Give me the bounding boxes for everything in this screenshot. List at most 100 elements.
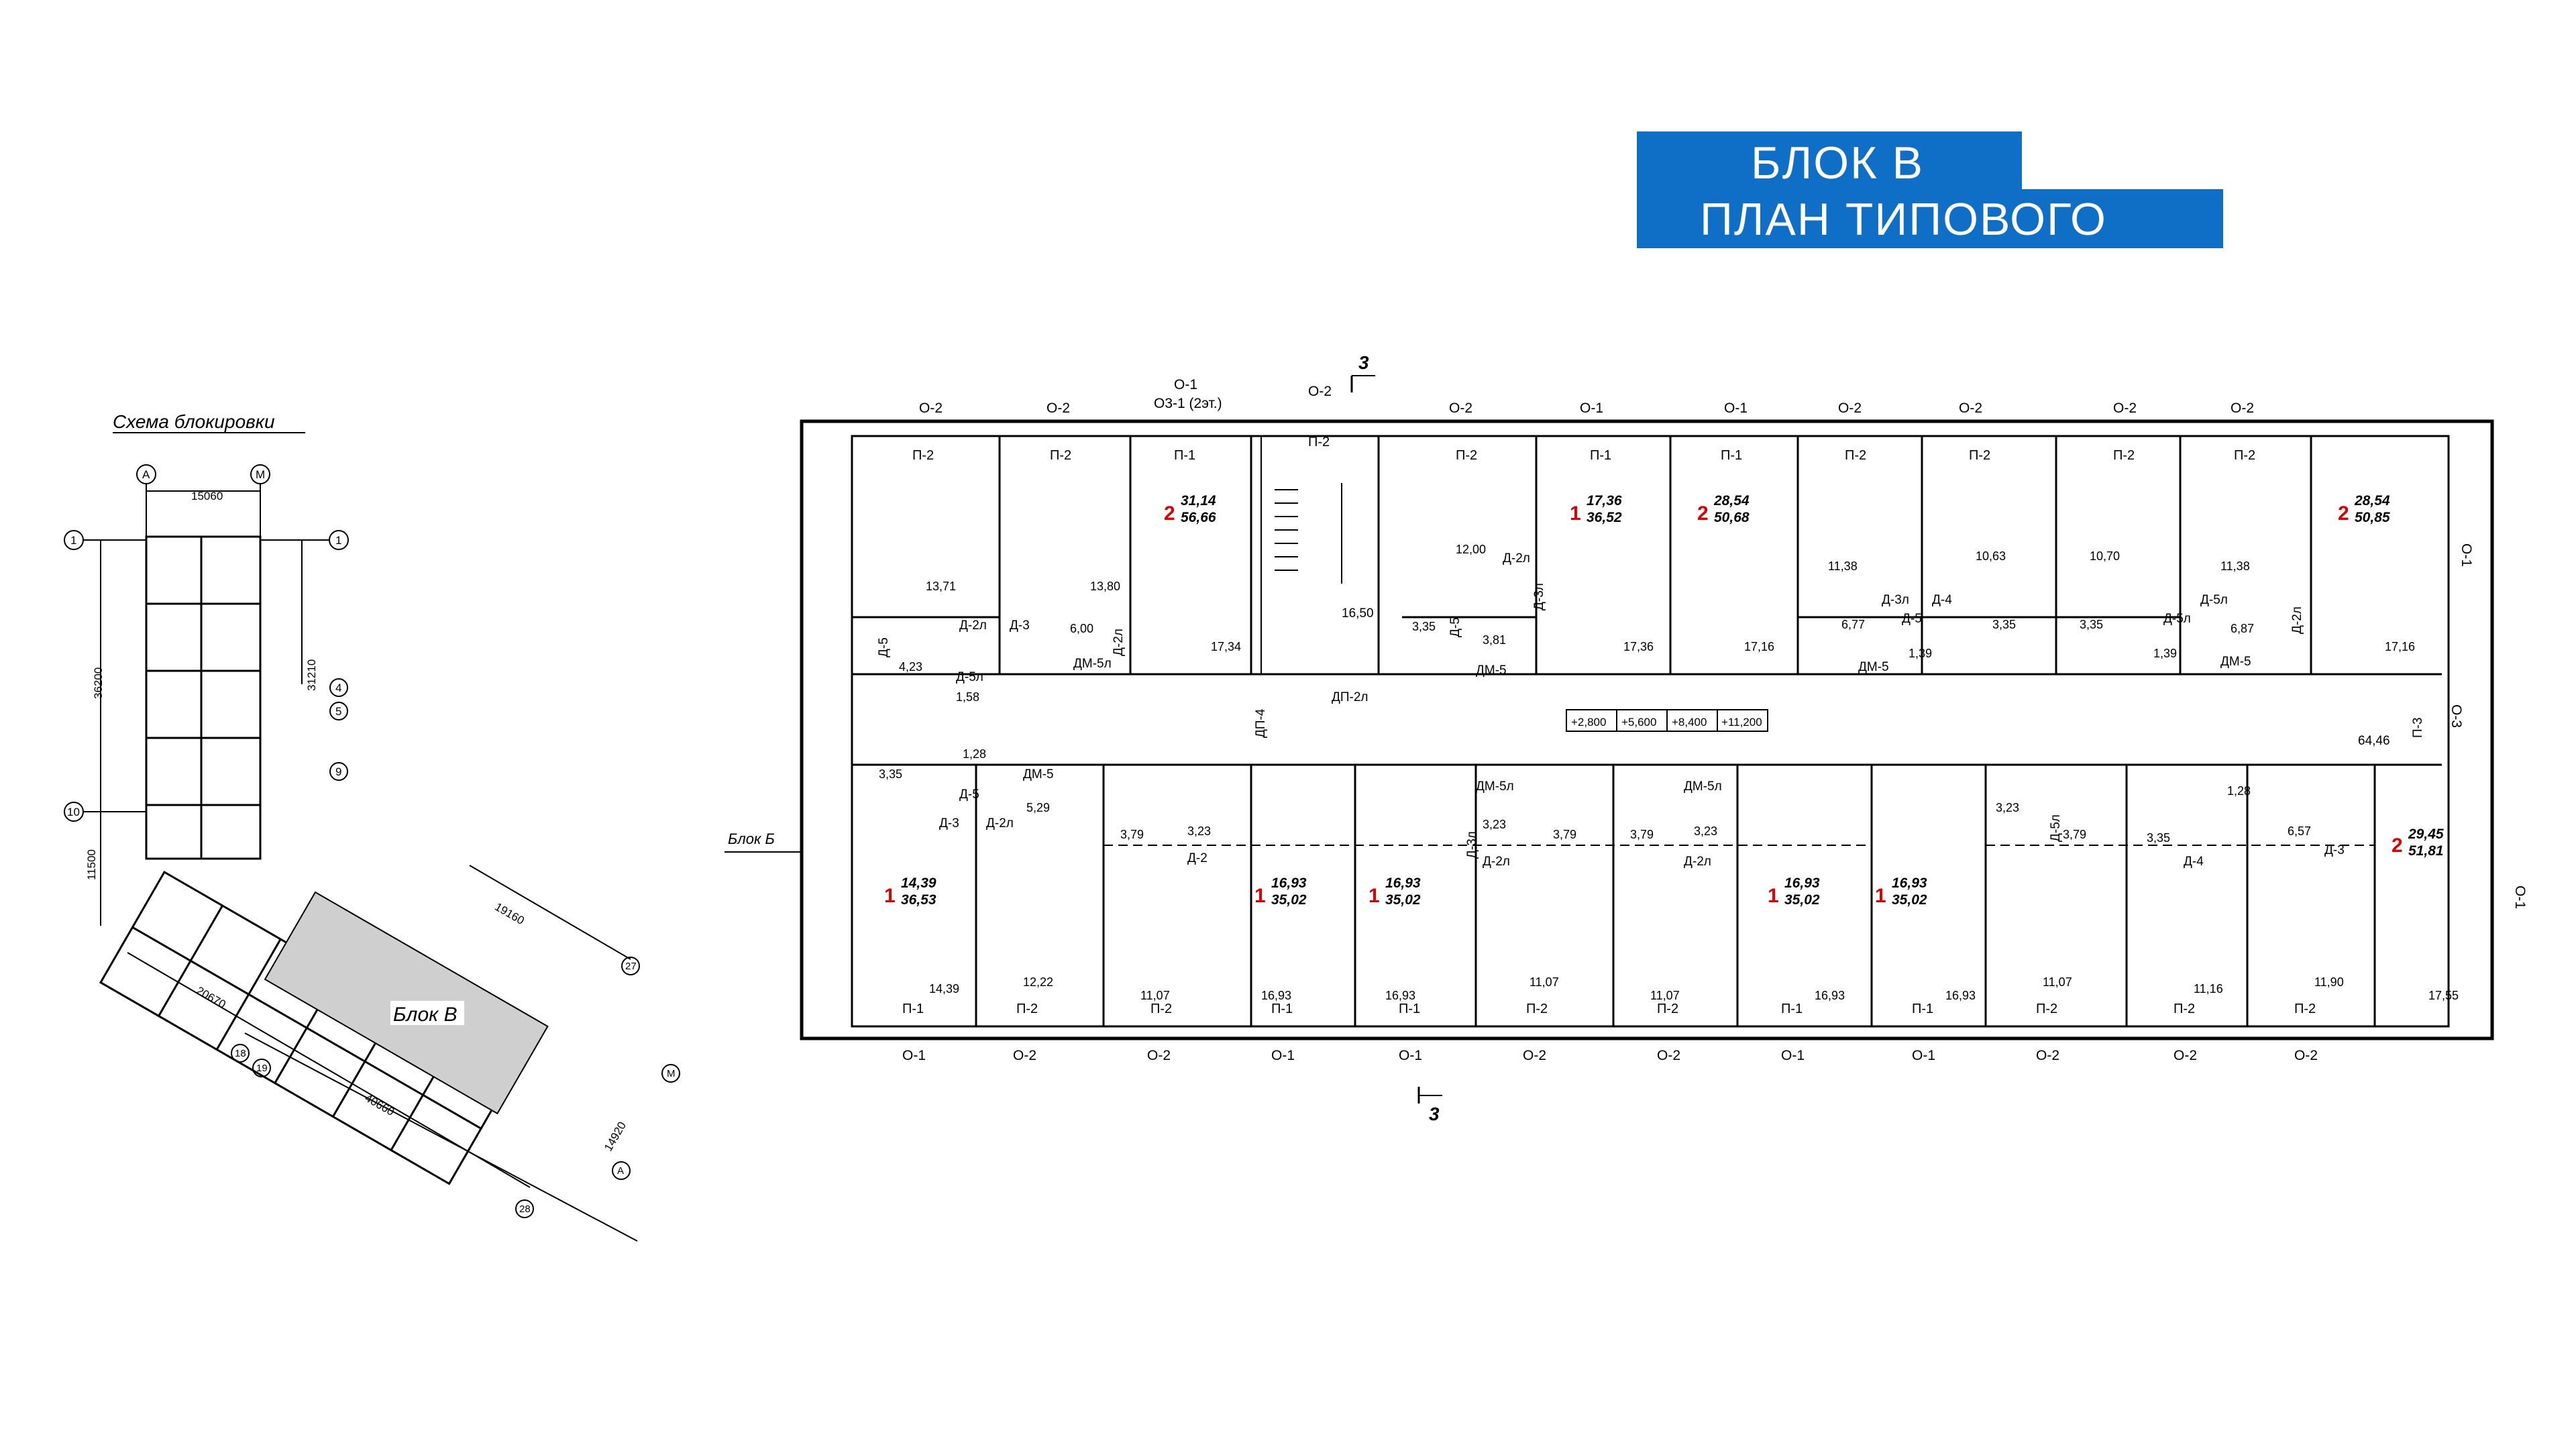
door-17: ДМ-5 bbox=[2220, 655, 2251, 669]
stair-area: 16,50 bbox=[1342, 606, 1374, 621]
area-bot-8: 16,93 bbox=[1815, 989, 1845, 1002]
scheme-title: Схема блокировки bbox=[113, 411, 275, 432]
area-bot-3: 11,07 bbox=[1140, 989, 1170, 1002]
apt-bot-3-living: 16,93 bbox=[1385, 875, 1421, 891]
dim-14920: 14920 bbox=[602, 1120, 629, 1153]
win-bot-10: О-2 bbox=[2036, 1048, 2059, 1063]
apt-bot-4-total: 35,02 bbox=[1784, 892, 1820, 908]
block-b-label: Блок Б bbox=[728, 830, 775, 847]
wet-bot-11: 3,79 bbox=[2063, 828, 2086, 841]
part-bot-4: П-1 bbox=[1271, 1002, 1293, 1016]
door-10: Д-5 bbox=[1448, 617, 1462, 637]
apt-bot-2-rooms: 1 bbox=[1254, 885, 1266, 907]
door-34: П-3 bbox=[2411, 717, 2425, 738]
level-4: +11,200 bbox=[1721, 716, 1762, 729]
area-bot-9: 16,93 bbox=[1945, 989, 1976, 1002]
door-11: ДМ-5 bbox=[1858, 660, 1889, 674]
apt-top-3-total: 50,68 bbox=[1714, 510, 1750, 525]
wet-top-3: 6,00 bbox=[1070, 622, 1093, 635]
wet-top-1: 4,23 bbox=[899, 660, 922, 674]
wet-bot-14: 6,57 bbox=[2288, 824, 2311, 838]
stairwell bbox=[1260, 435, 1379, 675]
apt-bot-6-living: 29,45 bbox=[2408, 826, 2444, 842]
title-block: БЛОК В bbox=[1637, 131, 2022, 193]
axis-right-9: 9 bbox=[335, 765, 341, 778]
axis-left-10: 10 bbox=[67, 806, 80, 818]
win-bot-2: О-2 bbox=[1013, 1048, 1036, 1063]
wet-bot-8: 3,79 bbox=[1630, 828, 1654, 841]
axis-right-4: 4 bbox=[335, 682, 341, 694]
area-top-8: 10,63 bbox=[1976, 549, 2006, 563]
axis-b-18: 18 bbox=[235, 1048, 246, 1059]
wet-bot-3: 5,29 bbox=[1026, 801, 1050, 814]
door-30: Д-2л bbox=[1684, 855, 1711, 869]
door-13: Д-4 bbox=[1932, 593, 1952, 607]
part-bot-8: П-1 bbox=[1781, 1002, 1803, 1016]
section-mark-top: 3 bbox=[1358, 352, 1369, 373]
wet-top-6: 6,77 bbox=[1841, 618, 1865, 631]
part-bot-5: П-1 bbox=[1399, 1002, 1420, 1016]
apt-top-2-living: 17,36 bbox=[1587, 493, 1622, 508]
apt-bot-1-total: 36,53 bbox=[901, 892, 936, 908]
apt-top-3-rooms: 2 bbox=[1697, 502, 1709, 525]
dim-36200: 36200 bbox=[92, 667, 105, 699]
level-3: +8,400 bbox=[1672, 716, 1707, 729]
wet-top-8: 3,35 bbox=[1992, 618, 2016, 631]
axis-right-5: 5 bbox=[335, 705, 341, 718]
door-22: Д-5 bbox=[959, 788, 979, 802]
win-side-2: О-3 bbox=[2449, 704, 2464, 728]
title-line2: ПЛАН ТИПОВОГО ЭТАЖА bbox=[1700, 194, 2107, 297]
part-bot-11: П-2 bbox=[2174, 1002, 2195, 1016]
win-top-8: О-1 bbox=[1724, 400, 1748, 416]
dim-31210: 31210 bbox=[305, 659, 318, 691]
door-21: ДМ-5 bbox=[1023, 767, 1054, 782]
wet-bot-12: 1,28 bbox=[2227, 784, 2251, 798]
door-14: Д-5 bbox=[1902, 612, 1922, 626]
part-top-2: П-2 bbox=[1050, 448, 1071, 463]
area-bot-2: 12,22 bbox=[1023, 975, 1053, 989]
wet-top-10: 1,39 bbox=[2153, 647, 2177, 660]
door-24: Д-2л bbox=[986, 816, 1014, 830]
door-28: Д-3л bbox=[1465, 831, 1479, 859]
area-bot-6: 11,07 bbox=[1529, 975, 1559, 989]
title-plan: ПЛАН ТИПОВОГО ЭТАЖА bbox=[1637, 189, 2223, 297]
apt-bot-4-rooms: 1 bbox=[1768, 885, 1779, 907]
corridor-area: 64,46 bbox=[2358, 734, 2390, 748]
apt-bot-1-rooms: 1 bbox=[884, 885, 896, 907]
apt-bot-5-total: 35,02 bbox=[1892, 892, 1927, 908]
door-6: Д-5л bbox=[956, 670, 983, 684]
axis-top-m: М bbox=[256, 468, 265, 481]
area-bot-4: 16,93 bbox=[1261, 989, 1291, 1002]
area-top-4: 12,00 bbox=[1456, 543, 1486, 556]
apt-bot-5-rooms: 1 bbox=[1875, 885, 1886, 907]
door-2: Д-3 bbox=[1010, 619, 1030, 633]
levels-note bbox=[1566, 709, 1768, 732]
area-bot-5: 16,93 bbox=[1385, 989, 1415, 1002]
section-mark-bottom: 3 bbox=[1429, 1104, 1440, 1124]
part-top-11: П-2 bbox=[2234, 448, 2255, 463]
door-16: Д-5л bbox=[2200, 593, 2228, 607]
dim-15060: 15060 bbox=[191, 490, 223, 502]
win-top-2: О-2 bbox=[1046, 400, 1070, 416]
area-bot-10: 11,07 bbox=[2043, 975, 2072, 989]
door-19: ДП-2л bbox=[1332, 690, 1368, 704]
win-bot-11: О-2 bbox=[2174, 1048, 2197, 1063]
area-top-10: 11,38 bbox=[2220, 559, 2250, 573]
area-bot-12: 11,90 bbox=[2314, 975, 2344, 989]
part-bot-7: П-2 bbox=[1657, 1002, 1678, 1016]
win-bot-6: О-2 bbox=[1523, 1048, 1546, 1063]
wet-bot-2: 1,28 bbox=[963, 747, 986, 761]
win-bot-4: О-1 bbox=[1271, 1048, 1295, 1063]
door-8: Д-2л bbox=[1503, 551, 1530, 566]
apt-bot-5-living: 16,93 bbox=[1892, 875, 1927, 891]
area-top-7: 11,38 bbox=[1828, 559, 1858, 573]
door-18: Д-2л bbox=[2290, 606, 2304, 634]
axis-top-a: А bbox=[142, 468, 150, 481]
door-7: ДМ-5 bbox=[1476, 663, 1507, 678]
outer-wall bbox=[800, 419, 2494, 1040]
part-top-7: П-1 bbox=[1721, 448, 1742, 463]
apt-bot-6-rooms: 2 bbox=[2392, 835, 2403, 857]
axis-b-19: 19 bbox=[256, 1063, 268, 1074]
wet-top-2: 1,58 bbox=[956, 690, 979, 704]
win-top-1: О-2 bbox=[919, 400, 943, 416]
